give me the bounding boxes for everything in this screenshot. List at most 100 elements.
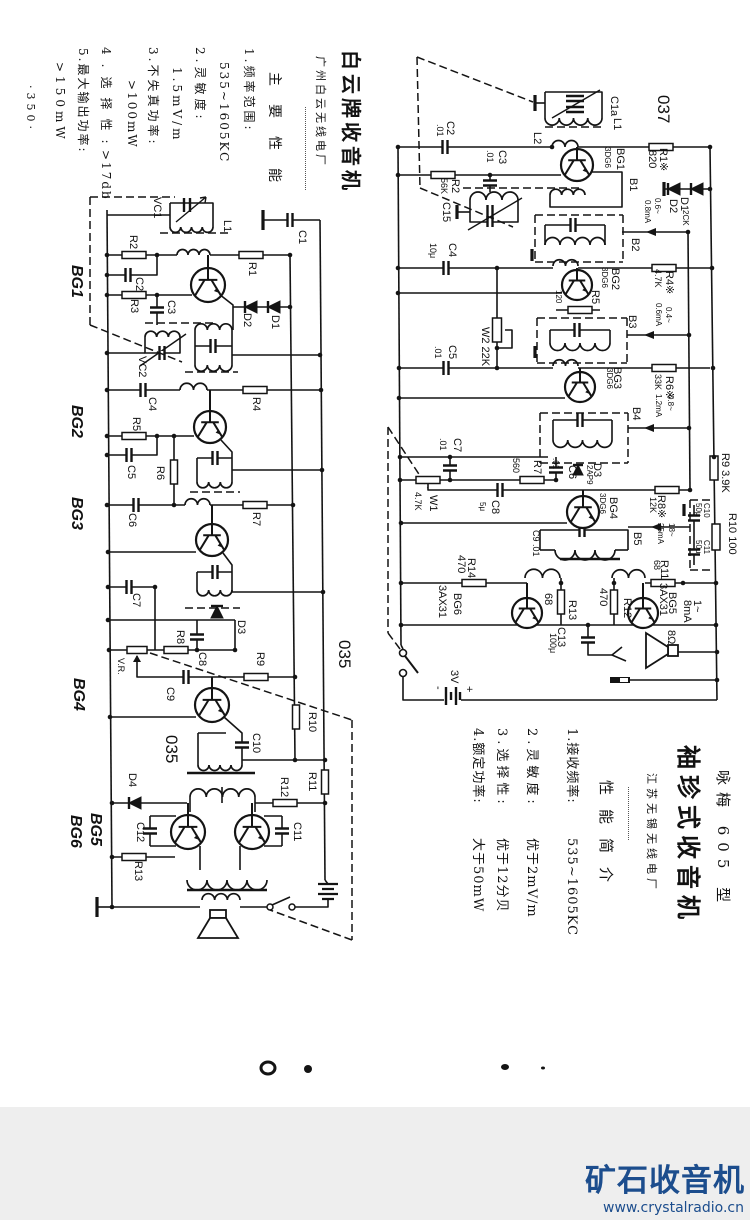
junction-dot xyxy=(585,622,591,628)
resistor-symbol xyxy=(654,485,680,495)
scanned-page: 白云牌收音机 广州白云无线电厂 主要性能 1.频率范围: 535~1605KC … xyxy=(24,47,738,1076)
battery-symbol xyxy=(444,687,462,705)
component-label: R7 xyxy=(250,512,262,526)
junction-dot xyxy=(104,452,110,458)
capacitor-symbol xyxy=(486,205,494,219)
battery-voltage-label: 3V xyxy=(448,670,460,684)
right-spec-label: 4.额定功率: xyxy=(470,728,485,804)
component-label: R5 xyxy=(589,290,601,304)
right-spec-heading: 性能简介 xyxy=(597,780,615,897)
capacitor-gap xyxy=(497,488,503,492)
junction-dot xyxy=(707,144,713,150)
component-label: BG6 xyxy=(451,593,463,615)
speaker-cone xyxy=(196,917,240,939)
left-radio-title: 白云牌收音机 xyxy=(339,50,363,194)
wire xyxy=(540,529,629,550)
left-spec-label: 2.灵敏度: xyxy=(193,47,207,123)
page-number: ·350· xyxy=(24,85,37,133)
emitter-arrow xyxy=(215,429,220,435)
wire xyxy=(136,656,295,678)
capacitor-symbol xyxy=(211,451,219,465)
right-radio-title: 袖珍式收音机 xyxy=(674,745,703,925)
capacitor-gap xyxy=(195,634,199,640)
component-label: C5 xyxy=(125,465,137,479)
current-note: 25mA xyxy=(656,523,665,545)
component-label: C15 xyxy=(440,202,452,222)
component-label: C3 xyxy=(165,300,177,314)
wire xyxy=(218,293,234,330)
junction-dot xyxy=(395,144,401,150)
junction-dot xyxy=(319,467,325,473)
component-label: BG5 xyxy=(666,592,678,614)
drawing-marker-upper: 035 xyxy=(335,640,354,668)
capacitor-symbol xyxy=(486,217,494,227)
component-value: 820 xyxy=(646,150,658,168)
component-value: .01 xyxy=(551,458,560,470)
emitter-arrow xyxy=(193,834,199,840)
resistor-symbol xyxy=(556,589,566,615)
wire xyxy=(402,677,444,701)
resistor-symbol xyxy=(648,142,674,152)
capacitor-gap xyxy=(554,467,558,473)
junction-dot xyxy=(104,502,110,508)
capacitor-gap xyxy=(126,585,132,589)
right-spec-value: 大于50mW xyxy=(470,838,485,913)
coil-symbol xyxy=(179,382,208,391)
current-note: 0.4~ xyxy=(664,307,673,323)
emitter-arrow xyxy=(217,542,222,548)
junction-dot xyxy=(194,647,200,653)
component-value: 3DG6 xyxy=(603,147,612,168)
watermark-url: www.crystalradio.cn xyxy=(603,1200,744,1216)
junction-dot xyxy=(714,649,720,655)
component-label: R14 xyxy=(465,558,477,578)
component-value: 50μ xyxy=(694,540,703,554)
junction-dot xyxy=(105,617,111,623)
junction-dot xyxy=(104,350,110,356)
component-label: VC1 xyxy=(151,197,163,218)
capacitor-gap xyxy=(183,675,189,679)
resistor-symbol xyxy=(242,500,268,510)
component-label: B2 xyxy=(629,238,641,251)
junction-dot xyxy=(710,365,716,371)
component-value: .01 xyxy=(485,150,495,163)
tuning-arrow xyxy=(139,333,187,367)
junction-dot xyxy=(687,487,693,493)
junction-dot xyxy=(109,854,115,860)
component-value: 5μ xyxy=(478,502,487,511)
component-label: B4 xyxy=(630,407,642,420)
wire xyxy=(170,202,214,227)
switch-contact xyxy=(288,903,296,911)
component-label: BG4 xyxy=(607,497,619,519)
junction-dot xyxy=(396,365,402,371)
speaker-magnet xyxy=(667,644,679,657)
emitter-arrow xyxy=(588,514,593,520)
resistor-symbol xyxy=(709,455,719,481)
component-value: 10μ xyxy=(428,243,438,258)
wire xyxy=(469,200,519,223)
current-note: 0.8~ xyxy=(666,395,675,411)
tuning-arrow xyxy=(467,197,523,231)
tuning-arrow xyxy=(175,196,207,223)
left-spec-label: 5.最大输出功率: xyxy=(76,48,90,154)
component-label: C2 xyxy=(444,121,456,135)
emitter-arrow xyxy=(585,389,589,394)
capacitor-symbol xyxy=(688,548,700,556)
coil-symbol xyxy=(469,191,519,201)
right-spec-value: 优于2mV/m xyxy=(524,838,539,918)
resistor-symbol xyxy=(430,170,456,180)
wire xyxy=(107,620,236,651)
component-label: C1 xyxy=(296,230,308,244)
capacitor-symbol xyxy=(496,483,504,497)
junction-dot xyxy=(398,520,404,526)
component-label: R5 xyxy=(130,417,142,431)
capacitor-symbol xyxy=(125,448,133,462)
right-spec-label: 1.接收频率: xyxy=(564,728,579,804)
junction-dot xyxy=(154,252,160,258)
component-value: 470 xyxy=(597,588,609,606)
left-radio-manufacturer: 广州白云无线电厂 xyxy=(314,56,327,168)
scan-hole-mark xyxy=(501,1064,509,1070)
capacitor-symbol xyxy=(442,261,450,275)
coil-symbol xyxy=(184,497,211,506)
scan-hole-mark xyxy=(304,1065,312,1073)
capacitor-symbol xyxy=(275,827,289,835)
